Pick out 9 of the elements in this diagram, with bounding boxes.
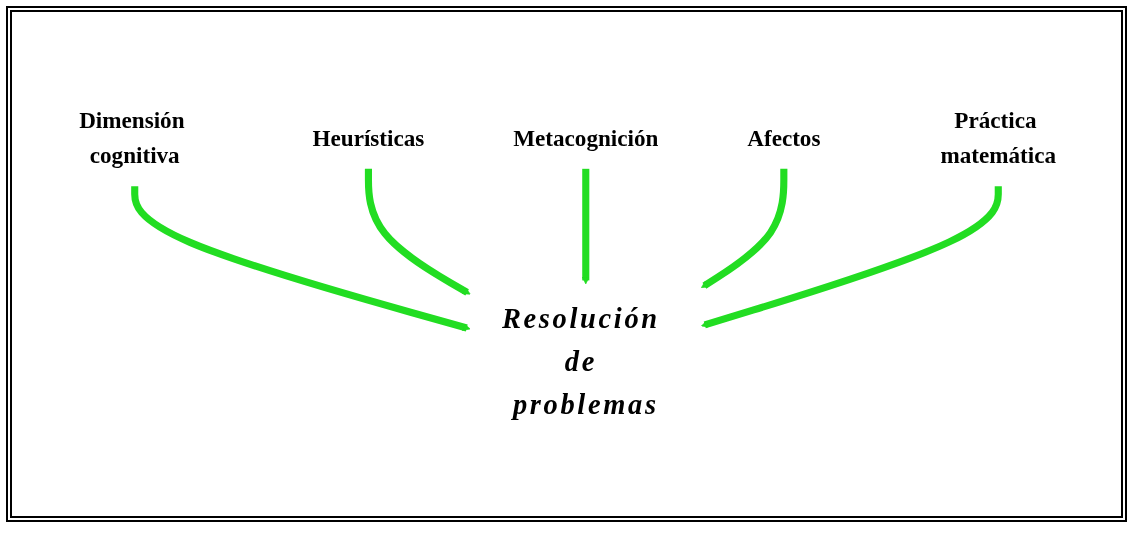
arrow [701, 185, 1002, 328]
node-text: Heurísticas [312, 124, 425, 151]
page-frame: Dimensión cognitiva Heurísticas Metacognición Resolución de problemas Afectos Práctica matemática [6, 6, 1127, 522]
node-text: Práctica matemática [940, 107, 1057, 168]
node-text: Metacognición [513, 124, 659, 151]
arrow [131, 185, 471, 332]
node-text: Resolución de problemas [501, 302, 660, 420]
node-text: Afectos [747, 124, 821, 151]
node-text: Dimensión cognitiva [79, 107, 185, 168]
